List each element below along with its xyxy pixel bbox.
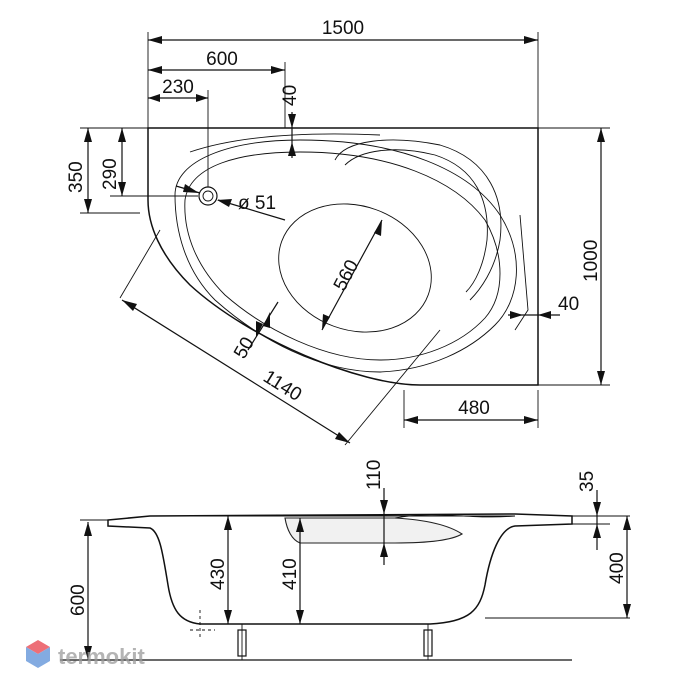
dim-600-side: 600	[68, 584, 89, 616]
dim-drain: ø 51	[238, 193, 276, 214]
drain-inner	[202, 190, 214, 202]
dim-40-top: 40	[280, 85, 301, 106]
dim-290: 290	[100, 158, 121, 190]
right-rim-line	[514, 214, 529, 331]
bowl-rim	[174, 139, 517, 373]
dim-1000: 1000	[581, 240, 602, 282]
dim-line-560	[321, 219, 383, 331]
tub-profile	[107, 513, 573, 625]
backrest-profile	[284, 517, 464, 544]
dim-35: 35	[577, 471, 598, 492]
backrest-inner	[344, 149, 488, 293]
top-view: 1500 600 230 40 350 290 ø	[66, 18, 610, 446]
dim-410: 410	[280, 558, 301, 590]
dim-430: 430	[208, 558, 229, 590]
side-view: 600 430 410 110 35 400	[60, 460, 631, 661]
seat-line	[189, 133, 381, 153]
watermark-text: termokit	[58, 644, 145, 669]
dim-line-1140	[121, 299, 351, 444]
dim-110: 110	[364, 460, 385, 490]
tub-outline-top	[147, 127, 539, 386]
foot-right	[423, 629, 433, 657]
dim-230: 230	[162, 77, 194, 98]
dim-400: 400	[607, 552, 628, 584]
backrest	[334, 139, 502, 301]
watermark: termokit	[26, 640, 145, 669]
basin-floor	[278, 203, 432, 333]
dim-1500: 1500	[322, 18, 364, 39]
dim-50: 50	[230, 334, 259, 363]
logo-bottom	[26, 647, 50, 668]
dim-600: 600	[206, 49, 238, 70]
dim-350: 350	[66, 161, 87, 193]
dim-480: 480	[458, 398, 490, 419]
bowl-inner	[184, 151, 501, 361]
foot-left	[237, 629, 247, 657]
dim-40-side: 40	[558, 294, 579, 315]
